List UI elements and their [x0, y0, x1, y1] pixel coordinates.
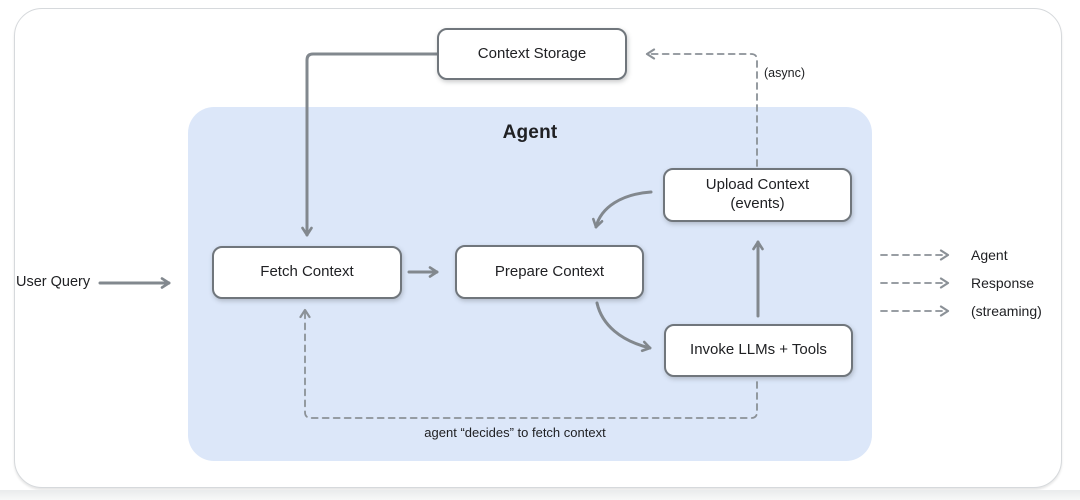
node-upload-context-label-line1: Upload Context: [705, 176, 810, 194]
agent-container-title: Agent: [502, 122, 558, 143]
node-fetch-context: Fetch Context: [212, 246, 402, 299]
node-invoke-llms-tools-label: Invoke LLMs + Tools: [690, 341, 827, 359]
page-bottom-edge: [0, 490, 1080, 500]
node-invoke-llms-tools: Invoke LLMs + Tools: [664, 324, 853, 377]
output-label-response: Response: [971, 275, 1035, 291]
output-label-streaming: (streaming): [971, 303, 1042, 319]
node-prepare-context: Prepare Context: [455, 245, 644, 299]
node-prepare-context-label: Prepare Context: [494, 262, 605, 280]
feedback-caption: agent “decides” to fetch context: [424, 425, 606, 440]
output-label-agent: Agent: [971, 247, 1008, 263]
node-fetch-context-label: Fetch Context: [260, 263, 354, 281]
node-context-storage-label: Context Storage: [477, 44, 587, 62]
user-query-label: User Query: [16, 274, 91, 290]
node-upload-context-label-line2: (events): [730, 195, 785, 212]
node-context-storage: Context Storage: [437, 28, 627, 80]
async-label: (async): [764, 66, 805, 80]
node-upload-context: Upload Context (events): [663, 168, 852, 222]
